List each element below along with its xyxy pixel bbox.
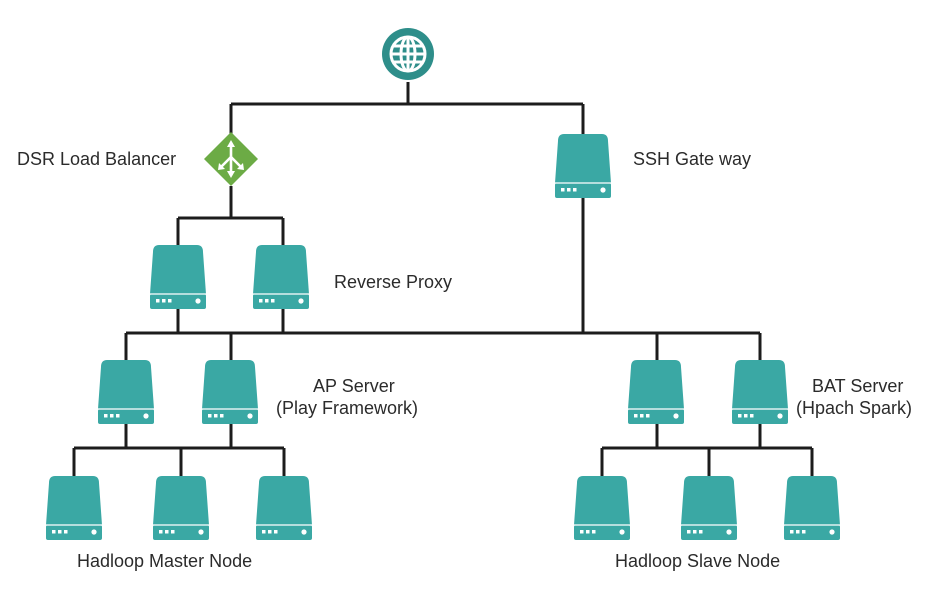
connection-lines (72, 82, 814, 476)
ap-server-icon (97, 359, 155, 425)
load-balancer-icon (204, 132, 258, 186)
slave-node-server-icon (783, 475, 841, 541)
bat-server-sublabel: (Hpach Spark) (796, 398, 912, 418)
master-node-server-icon (152, 475, 210, 541)
ap-server-sublabel: (Play Framework) (276, 398, 418, 418)
reverse-proxy-server-icon (252, 244, 310, 310)
ap-server-label: AP Server (313, 376, 395, 396)
bat-server-icon (731, 359, 789, 425)
bat-server-icon (627, 359, 685, 425)
dsr-load-balancer-label: DSR Load Balancer (17, 149, 176, 169)
ap-server-icon (201, 359, 259, 425)
hadloop-master-node-label: Hadloop Master Node (77, 551, 252, 571)
reverse-proxy-server-icon (149, 244, 207, 310)
master-node-server-icon (45, 475, 103, 541)
globe-icon (382, 28, 434, 80)
reverse-proxy-label: Reverse Proxy (334, 272, 452, 292)
bat-server-label: BAT Server (812, 376, 903, 396)
slave-node-server-icon (573, 475, 631, 541)
ssh-gateway-label: SSH Gate way (633, 149, 751, 169)
slave-node-server-icon (680, 475, 738, 541)
master-node-server-icon (255, 475, 313, 541)
ssh-gateway-server-icon (554, 133, 612, 199)
hadloop-slave-node-label: Hadloop Slave Node (615, 551, 780, 571)
